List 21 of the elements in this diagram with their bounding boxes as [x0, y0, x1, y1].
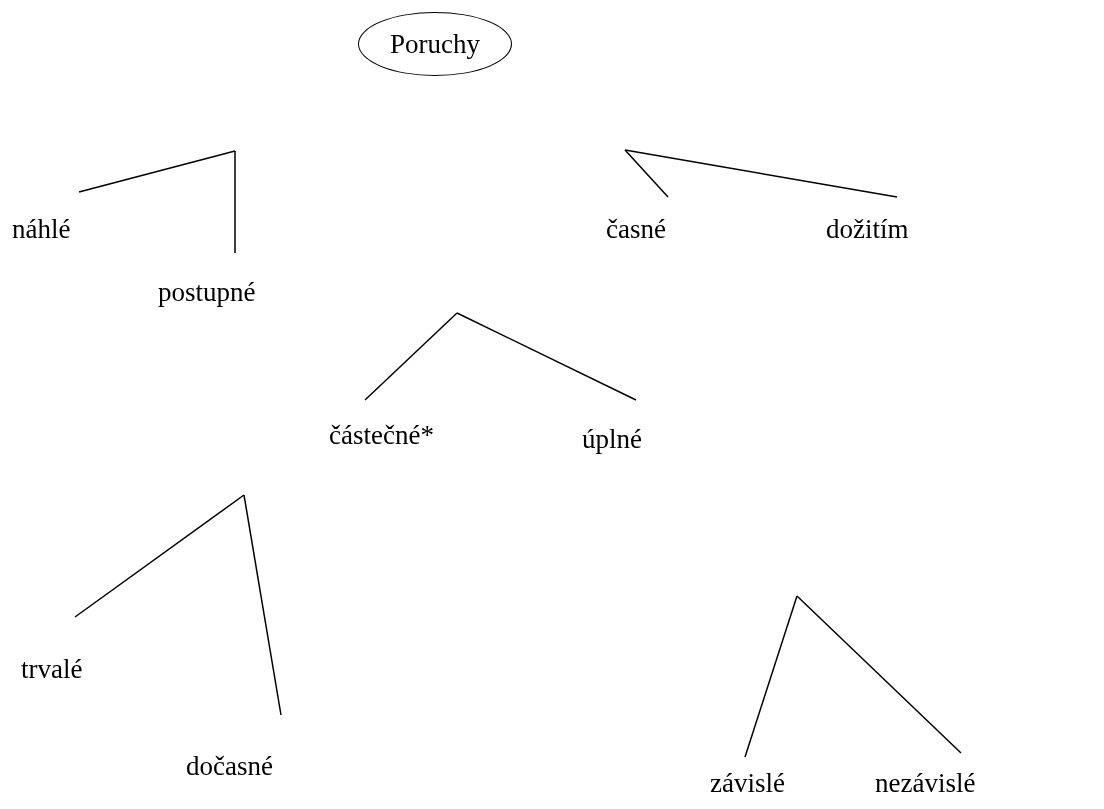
- category-label: trvalé: [21, 656, 83, 683]
- connector-line: [364, 312, 458, 401]
- category-label: dočasné: [186, 753, 273, 780]
- connector-line: [243, 494, 282, 716]
- connector-line: [234, 150, 236, 254]
- connector-line: [744, 595, 798, 758]
- category-label: úplné: [582, 426, 642, 453]
- category-label: postupné: [158, 279, 256, 306]
- connector-line: [624, 149, 898, 198]
- category-label: závislé: [710, 770, 785, 797]
- connector-line: [624, 149, 669, 198]
- connector-line: [796, 595, 962, 754]
- category-label: náhlé: [12, 216, 71, 243]
- category-label: nezávislé: [875, 770, 976, 797]
- category-label: částečné*: [329, 422, 434, 449]
- connector-line: [74, 494, 245, 618]
- category-label: časné: [606, 216, 666, 243]
- category-label: dožitím: [826, 216, 909, 243]
- connector-line: [456, 312, 637, 401]
- node-label: Poruchy: [390, 30, 480, 58]
- connector-line: [78, 150, 236, 193]
